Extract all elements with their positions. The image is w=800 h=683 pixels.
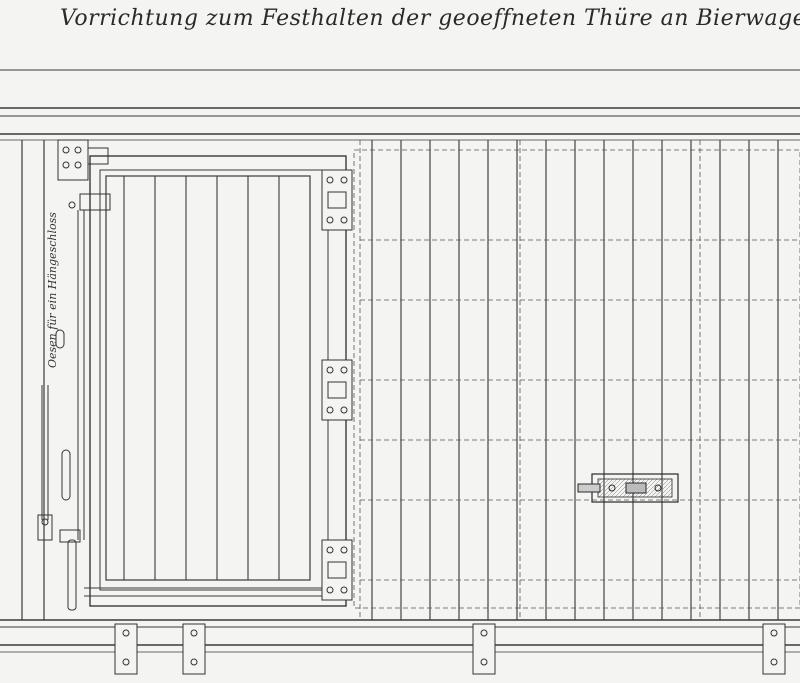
sill-bracket — [182, 623, 206, 675]
opened-door — [84, 155, 347, 607]
bolt-head — [122, 658, 130, 666]
roof-rails — [0, 69, 800, 141]
hidden-frame-lines — [353, 140, 800, 620]
bolt-head — [190, 629, 198, 637]
sliding-bolt — [577, 473, 679, 503]
bolt-head — [480, 658, 488, 666]
corner-post — [21, 140, 45, 620]
rivet — [340, 176, 348, 184]
sill-bracket — [762, 623, 786, 675]
latch-rod — [37, 139, 111, 611]
rivet — [340, 406, 348, 414]
sill-brackets — [114, 623, 786, 675]
hinge-knuckle — [327, 561, 347, 579]
rivet — [340, 366, 348, 374]
rivet — [326, 216, 334, 224]
sill-bracket — [114, 623, 138, 675]
rivet — [340, 586, 348, 594]
drawing-title: Vorrichtung zum Festhalten der geoeffnet… — [60, 6, 800, 31]
bolt-head — [122, 629, 130, 637]
rivet — [326, 546, 334, 554]
bolt-head — [770, 629, 778, 637]
rivet — [326, 406, 334, 414]
rivet — [340, 546, 348, 554]
rivet — [326, 176, 334, 184]
hinge-knuckle — [327, 191, 347, 209]
hinge-knuckle — [327, 381, 347, 399]
door-hinges — [321, 169, 353, 601]
hidden-line — [353, 149, 800, 609]
rivet — [340, 216, 348, 224]
door-boards — [123, 176, 280, 580]
bolt-head — [190, 658, 198, 666]
rivet — [326, 586, 334, 594]
bolt-head — [480, 629, 488, 637]
bolt-head — [770, 658, 778, 666]
rivet — [326, 366, 334, 374]
sill-bracket — [472, 623, 496, 675]
